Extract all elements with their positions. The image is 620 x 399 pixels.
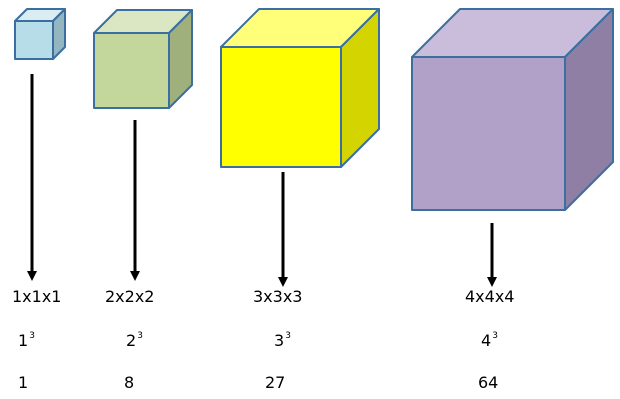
cube-4-volume: 64: [478, 373, 499, 392]
power-base: 1: [18, 331, 29, 350]
cube-1-expression: 1x1x1: [12, 287, 62, 306]
power-exponent: 3: [29, 331, 35, 341]
power-exponent: 3: [137, 331, 143, 341]
cube-3-volume: 27: [265, 373, 286, 392]
cube-3-power: 33: [274, 331, 291, 354]
cube-1-side-face: [52, 8, 66, 60]
power-base: 2: [126, 331, 137, 350]
cube-1-volume: 1: [18, 373, 29, 392]
cube-2: [93, 9, 193, 109]
power-base: 4: [481, 331, 492, 350]
cube-2-front-face: [93, 32, 170, 109]
power-exponent: 3: [285, 331, 291, 341]
cube-3-front-face: [220, 46, 342, 168]
power-base: 3: [274, 331, 285, 350]
cube-3: [220, 8, 380, 168]
cube-4-expression: 4x4x4: [465, 287, 515, 306]
cube-4-side-face: [564, 8, 614, 211]
cube-4-front-face: [411, 56, 566, 211]
cube-2-power: 23: [126, 331, 143, 354]
cube-2-side-face: [168, 9, 193, 109]
cube-1-front-face: [14, 20, 54, 60]
cube-4: [411, 8, 614, 211]
cube-2-expression: 2x2x2: [105, 287, 155, 306]
power-exponent: 3: [492, 331, 498, 341]
cube-3-expression: 3x3x3: [253, 287, 303, 306]
cube-3-side-face: [340, 8, 380, 168]
cube-1-power: 13: [18, 331, 35, 354]
cube-2-volume: 8: [124, 373, 135, 392]
cube-1: [14, 8, 66, 60]
cube-4-power: 43: [481, 331, 498, 354]
